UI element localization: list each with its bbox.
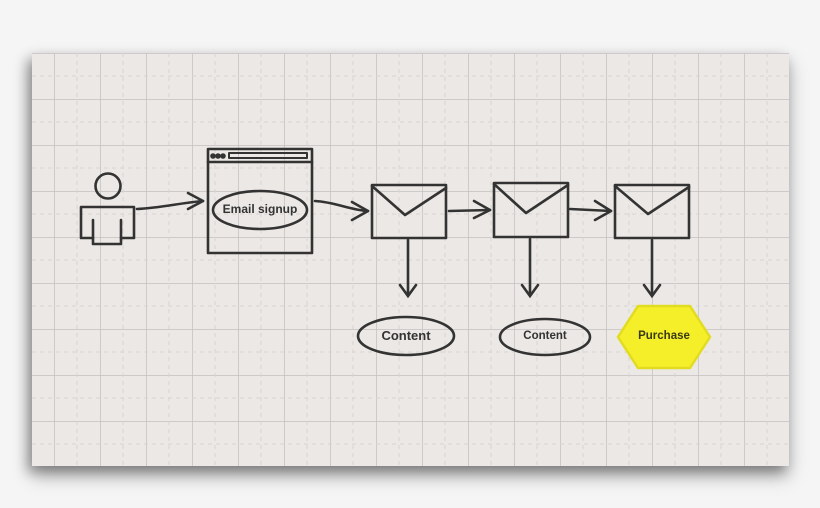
arrow-signup-to-email-1 — [313, 199, 370, 222]
envelope-icon-1 — [370, 183, 448, 240]
content-label-2: Content — [523, 330, 567, 342]
arrowheads — [398, 283, 662, 299]
arrow-email-1-to-email-2 — [447, 199, 492, 220]
envelope-icon-3 — [613, 183, 691, 240]
content-node-1 — [356, 315, 456, 357]
content-node-2 — [498, 317, 592, 357]
arrow-user-to-signup — [135, 191, 205, 211]
dashed-grid — [32, 53, 789, 466]
envelope-icon-2 — [492, 181, 570, 239]
content-label-1: Content — [381, 328, 431, 343]
email-signup-label: Email signup — [222, 202, 298, 216]
user-icon — [79, 172, 136, 246]
browser-window-icon — [206, 147, 314, 255]
purchase-node — [616, 304, 712, 370]
arrow-email-2-to-email-3 — [568, 199, 613, 222]
purchase-label: Purchase — [638, 330, 690, 342]
